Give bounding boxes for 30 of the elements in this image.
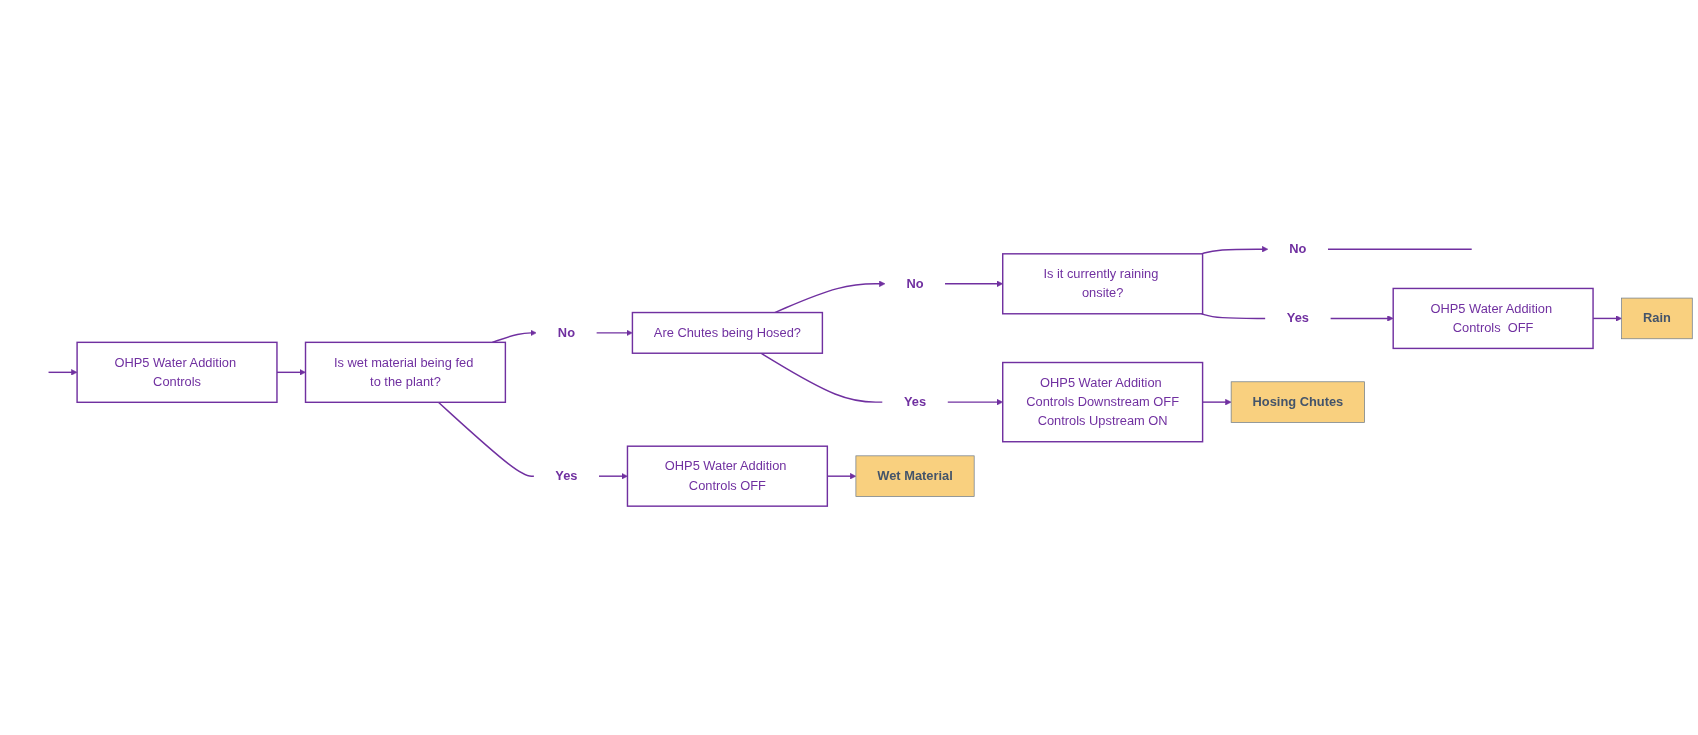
arrow xyxy=(47,369,78,376)
node-text: No xyxy=(906,276,924,291)
connector xyxy=(1327,248,1473,250)
node-box: OHP5 Water Addition Controls OFF xyxy=(626,445,829,507)
node-box: OHP5 Water Addition Controls xyxy=(76,341,278,403)
connector xyxy=(437,401,535,477)
arrow xyxy=(1200,246,1269,255)
node-text: No xyxy=(1289,241,1307,256)
node-text: Yes xyxy=(1286,310,1309,326)
arrow xyxy=(491,329,537,344)
node-box: Are Chutes being Hosed? xyxy=(631,311,824,354)
arrow xyxy=(774,280,886,314)
arrow xyxy=(1329,315,1394,322)
arrow xyxy=(944,280,1003,287)
node-box: Wet Material xyxy=(855,455,975,497)
node-box: Hosing Chutes xyxy=(1230,381,1365,423)
connector xyxy=(1200,313,1267,320)
node-box: Rain xyxy=(1621,297,1693,340)
node-box: Is wet material being fed to the plant? xyxy=(304,341,507,403)
node-box: Is it currently raining onsite? xyxy=(1002,253,1204,315)
arrow xyxy=(276,369,306,376)
node-box: OHP5 Water Addition Controls OFF xyxy=(1392,287,1594,350)
node-text: No xyxy=(557,325,575,340)
arrow xyxy=(595,329,633,336)
connector xyxy=(760,352,884,403)
arrow xyxy=(598,473,628,480)
node-text: Yes xyxy=(555,468,578,483)
node-box: OHP5 Water Addition Controls Downstream OFF Controls Upstream ON xyxy=(1002,361,1204,443)
node-text: Yes xyxy=(903,394,927,409)
arrow xyxy=(946,399,1003,406)
